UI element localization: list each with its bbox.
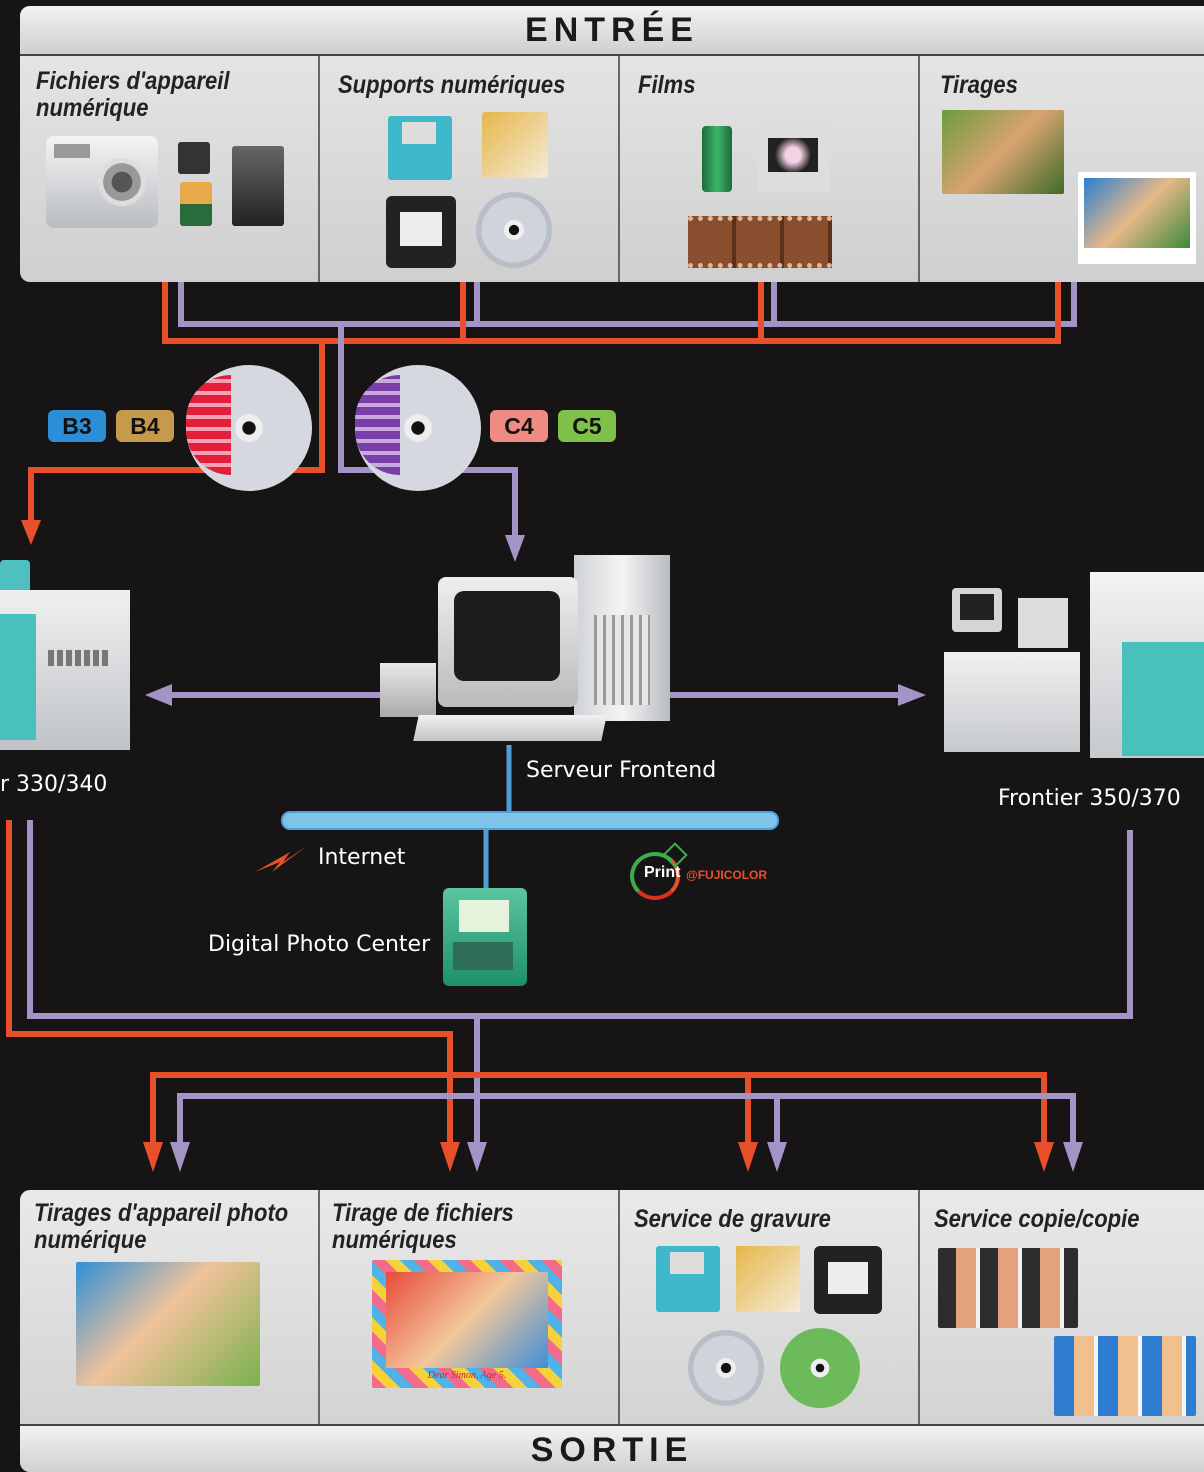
input-panel: ENTRÉE Fichiers d'appareil numérique Sup… <box>20 6 1204 282</box>
copy-photo-stack <box>938 1248 1078 1328</box>
badge-c4: C4 <box>490 410 548 442</box>
kiosk-label: Digital Photo Center <box>208 932 431 957</box>
output-photo <box>76 1262 260 1386</box>
output-col-camera-prints: Tirages d'appareil photo numérique <box>34 1199 289 1254</box>
network-bus <box>281 811 779 830</box>
frontend-server-icon <box>380 555 674 745</box>
output-photo-caption: Dear Simon, Age 5. <box>427 1370 507 1381</box>
copy-photo-stack <box>1054 1336 1196 1416</box>
print-photo <box>1078 172 1196 264</box>
output-framed-photo: Dear Simon, Age 5. <box>372 1260 562 1388</box>
memory-stick-icon <box>482 112 548 178</box>
zip-disk-icon <box>814 1246 882 1314</box>
microdrive-icon <box>232 146 284 226</box>
input-col-films: Films <box>638 71 696 99</box>
server-label: Serveur Frontend <box>526 758 717 783</box>
print-logo-text: Print <box>644 864 681 881</box>
memory-card-icon <box>178 142 210 174</box>
software-cd-icon <box>355 365 481 491</box>
orange-input-line <box>162 282 1061 344</box>
output-panel: SORTIE Tirages d'appareil photo numériqu… <box>20 1190 1204 1472</box>
digital-photo-center-kiosk <box>443 888 527 986</box>
right-device-label: Frontier 350/370 <box>998 786 1181 811</box>
internet-label: Internet <box>318 845 406 870</box>
output-col-copy: Service copie/copie <box>934 1205 1140 1233</box>
left-device-label: r 330/340 <box>0 772 108 797</box>
badge-b3: B3 <box>48 410 106 442</box>
cd-icon <box>780 1328 860 1408</box>
print-photo <box>942 110 1064 194</box>
output-col-file-prints: Tirage de fichiers numériques <box>332 1199 514 1254</box>
digital-camera-icon <box>46 136 158 228</box>
print-fujicolor-logo: Print @FUJICOLOR <box>630 842 790 904</box>
film-strip-icon <box>688 216 832 268</box>
purple-output-bus <box>177 1093 1076 1145</box>
film-canister-icon <box>702 126 732 192</box>
frontier-printer-right <box>944 570 1204 770</box>
orange-left-device-down <box>6 820 453 1145</box>
orange-to-left-device <box>28 341 325 520</box>
input-col-camera-files: Fichiers d'appareil numérique <box>36 67 230 122</box>
floppy-disk-icon <box>656 1246 720 1312</box>
memory-stick-icon <box>736 1246 800 1312</box>
input-header: ENTRÉE <box>20 6 1204 54</box>
software-cd-icon <box>186 365 312 491</box>
memory-card-icon <box>180 182 212 226</box>
input-grid <box>20 56 1204 282</box>
purple-left-device-down <box>27 820 1133 1019</box>
output-col-burning: Service de gravure <box>634 1205 831 1233</box>
output-header: SORTIE <box>20 1426 1204 1472</box>
print-logo-suffix: @FUJICOLOR <box>686 868 768 882</box>
purple-input-line <box>178 282 1077 327</box>
floppy-disk-icon <box>388 116 452 180</box>
cd-icon <box>688 1330 764 1406</box>
badge-b4: B4 <box>116 410 174 442</box>
cd-icon <box>476 192 552 268</box>
frontier-printer-left <box>0 560 136 760</box>
input-col-digital-media: Supports numériques <box>338 71 566 99</box>
output-grid <box>20 1190 1204 1424</box>
badge-c5: C5 <box>558 410 616 442</box>
internet-bolt-icon <box>255 846 307 872</box>
input-col-prints: Tirages <box>940 71 1018 99</box>
slide-icon <box>758 122 830 192</box>
zip-disk-icon <box>386 196 456 268</box>
orange-output-bus <box>150 1072 1047 1145</box>
